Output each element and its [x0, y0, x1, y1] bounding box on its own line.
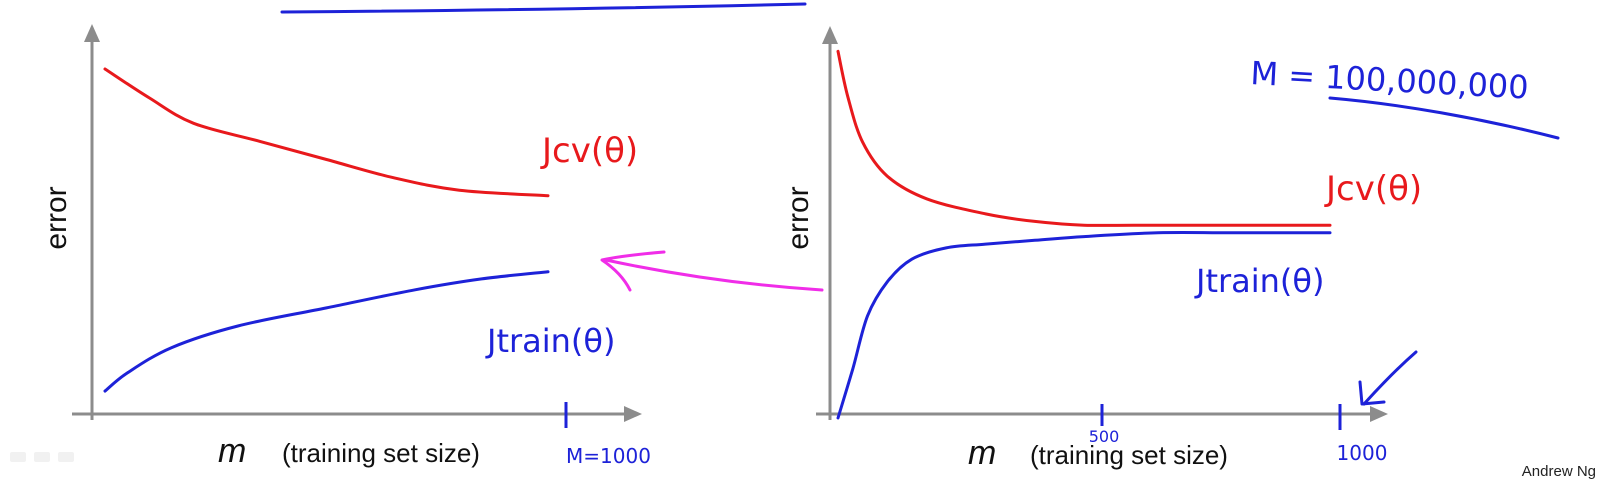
- right-plot: error m (training set size) 500 1000 M =…: [782, 26, 1560, 472]
- left-cv-curve: [103, 67, 550, 198]
- left-x-axis-arrowhead: [624, 406, 642, 422]
- left-train-curve: [103, 270, 550, 393]
- left-x-axis-label: (training set size): [282, 438, 480, 468]
- right-x-axis-label: (training set size): [1030, 440, 1228, 470]
- left-m1000-label: M=1000: [566, 444, 651, 468]
- right-y-axis-arrowhead: [822, 26, 838, 44]
- right-cv-curve: [836, 49, 1332, 227]
- left-x-axis-symbol: m: [218, 432, 246, 470]
- left-y-axis-label: error: [40, 186, 73, 249]
- right-blue-arrow: [1358, 350, 1418, 406]
- right-tick-500-label: 500: [1089, 427, 1120, 446]
- toolbar-ghost: [10, 452, 74, 462]
- right-m-value-label: M = 100,000,000: [1250, 54, 1530, 107]
- right-m-value-underline: [1328, 96, 1560, 140]
- right-cv-label: Jcv(θ): [1324, 169, 1422, 209]
- right-train-curve: [836, 231, 1332, 420]
- top-ink-stroke: [280, 2, 807, 14]
- author-credit: Andrew Ng: [1522, 463, 1596, 480]
- left-y-axis-arrowhead: [84, 24, 100, 42]
- left-cv-label: Jcv(θ): [540, 131, 638, 171]
- right-y-axis-label: error: [782, 186, 815, 249]
- left-plot: error m (training set size) Jcv(θ) Jtrai…: [40, 24, 651, 470]
- right-tick-1000-label: 1000: [1337, 441, 1388, 465]
- right-train-label: Jtrain(θ): [1194, 262, 1324, 300]
- left-train-label: Jtrain(θ): [485, 322, 615, 360]
- right-x-axis-arrowhead: [1370, 406, 1388, 422]
- magenta-arrow: [600, 250, 824, 292]
- right-x-axis-symbol: m: [968, 434, 996, 472]
